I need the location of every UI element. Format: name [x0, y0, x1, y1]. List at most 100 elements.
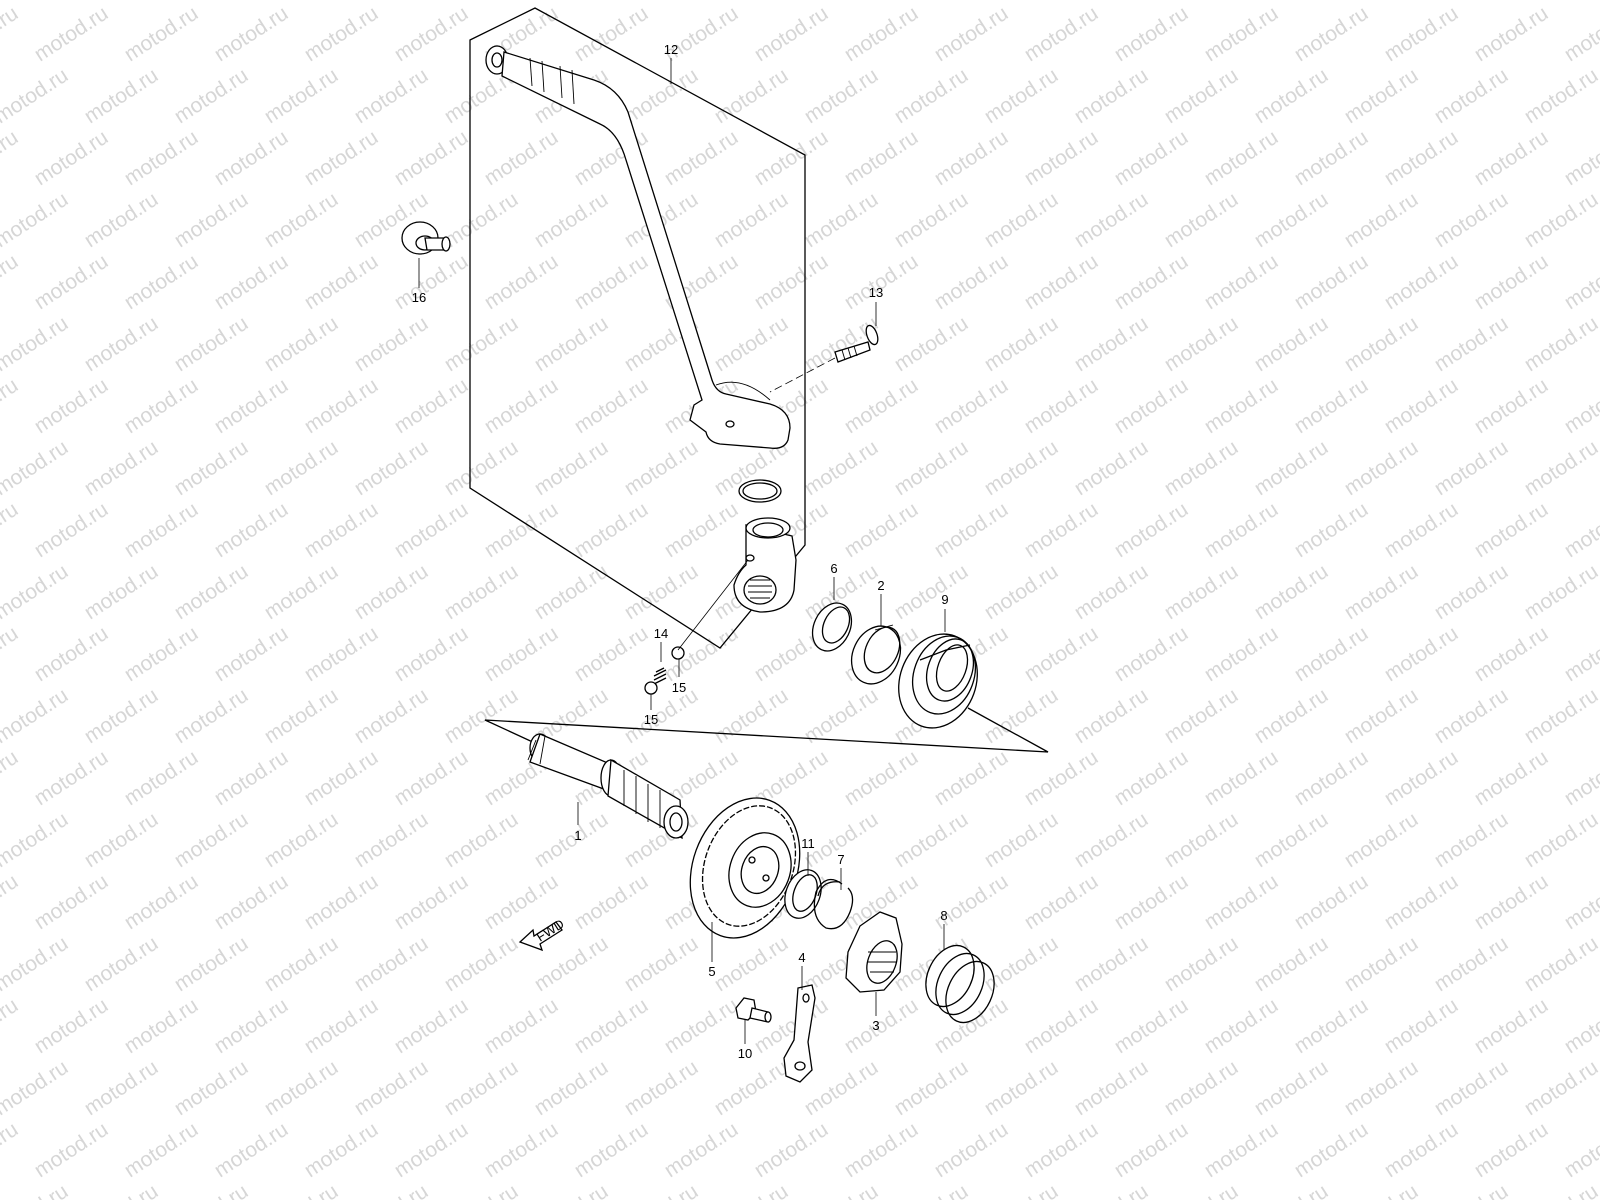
watermark-text: motod.ru	[1290, 126, 1372, 190]
watermark-text: motod.ru	[1070, 436, 1152, 500]
detent-spring	[653, 667, 667, 685]
watermark-text: motod.ru	[1200, 374, 1282, 438]
lever-boss	[733, 517, 797, 613]
watermark-text: motod.ru	[1380, 126, 1462, 190]
watermark-text: motod.ru	[1160, 808, 1242, 872]
watermark-text: motod.ru	[1340, 1056, 1422, 1120]
watermark-text: motod.ru	[840, 2, 922, 66]
watermark-text: motod.ru	[1340, 436, 1422, 500]
watermark-text: motod.ru	[0, 64, 72, 128]
watermark-text: motod.ru	[440, 932, 522, 996]
watermark-text: motod.ru	[1380, 746, 1462, 810]
watermark-text: motod.ru	[1520, 0, 1600, 4]
watermark-text: motod.ru	[1020, 250, 1102, 314]
watermark-text: motod.ru	[350, 1056, 432, 1120]
watermark-text: motod.ru	[80, 808, 162, 872]
watermark-text: motod.ru	[120, 126, 202, 190]
watermark-text: motod.ru	[0, 932, 72, 996]
watermark-text: motod.ru	[30, 1118, 112, 1182]
watermark-text: motod.ru	[170, 188, 252, 252]
watermark-text: motod.ru	[570, 374, 652, 438]
watermark-text: motod.ru	[170, 932, 252, 996]
watermark-text: motod.ru	[1250, 808, 1332, 872]
watermark-text: motod.ru	[390, 374, 472, 438]
kick-gear	[689, 797, 801, 939]
watermark-text: motod.ru	[800, 0, 882, 4]
watermark-text: motod.ru	[0, 994, 22, 1058]
watermark-text: motod.ru	[300, 1118, 382, 1182]
watermark-text: motod.ru	[80, 932, 162, 996]
watermark-text: motod.ru	[1430, 1180, 1512, 1200]
watermark-text: motod.ru	[1200, 498, 1282, 562]
watermark-text: motod.ru	[1250, 684, 1332, 748]
watermark-text: motod.ru	[1250, 64, 1332, 128]
watermark-text: motod.ru	[30, 870, 112, 934]
watermark-text: motod.ru	[1200, 126, 1282, 190]
watermark-text: motod.ru	[350, 808, 432, 872]
fwd-arrow	[518, 921, 563, 952]
lever-assembly-frame	[469, 7, 806, 649]
watermark-text: motod.ru	[440, 808, 522, 872]
watermark-text: motod.ru	[660, 1118, 742, 1182]
watermark-text: motod.ru	[0, 746, 22, 810]
lever-o-ring	[738, 479, 782, 503]
watermark-text: motod.ru	[1200, 2, 1282, 66]
watermark-text: motod.ru	[1160, 0, 1242, 4]
watermark-text: motod.ru	[120, 746, 202, 810]
callout-13: 13	[869, 285, 883, 300]
watermark-text: motod.ru	[1560, 498, 1600, 562]
callout-14: 14	[654, 626, 668, 641]
watermark-text: motod.ru	[210, 622, 292, 686]
callout-12: 12	[664, 42, 678, 57]
watermark-text: motod.ru	[530, 1056, 612, 1120]
watermark-text: motod.ru	[0, 374, 22, 438]
watermark-text: motod.ru	[1070, 312, 1152, 376]
watermark-text: motod.ru	[1250, 188, 1332, 252]
watermark-text: motod.ru	[480, 126, 562, 190]
watermark-text: motod.ru	[30, 498, 112, 562]
watermark-text: motod.ru	[1560, 746, 1600, 810]
watermark-text: motod.ru	[0, 1118, 22, 1182]
watermark-text: motod.ru	[750, 250, 832, 314]
watermark-text: motod.ru	[1070, 808, 1152, 872]
watermark-text: motod.ru	[300, 498, 382, 562]
watermark-text: motod.ru	[750, 2, 832, 66]
ball-axis-line	[677, 559, 749, 651]
watermark-text: motod.ru	[1290, 622, 1372, 686]
watermark-text: motod.ru	[440, 1180, 522, 1200]
watermark-text: motod.ru	[570, 870, 652, 934]
watermark-text: motod.ru	[440, 684, 522, 748]
watermark-text: motod.ru	[930, 250, 1012, 314]
watermark-text: motod.ru	[1110, 994, 1192, 1058]
watermark-text: motod.ru	[1340, 64, 1422, 128]
watermark-text: motod.ru	[390, 870, 472, 934]
watermark-text: motod.ru	[120, 1118, 202, 1182]
watermark-text: motod.ru	[1560, 994, 1600, 1058]
watermark-text: motod.ru	[300, 746, 382, 810]
watermark-text: motod.ru	[30, 746, 112, 810]
watermark-text: motod.ru	[260, 684, 342, 748]
watermark-text: motod.ru	[1340, 932, 1422, 996]
stopper-bolt	[735, 997, 772, 1023]
watermark-text: motod.ru	[80, 684, 162, 748]
watermark-text: motod.ru	[210, 746, 292, 810]
watermark-text: motod.ru	[1160, 932, 1242, 996]
watermark-text: motod.ru	[1110, 746, 1192, 810]
callout-9: 9	[941, 592, 948, 607]
watermark-text: motod.ru	[890, 436, 972, 500]
washer-bolt	[401, 221, 451, 255]
watermark-text: motod.ru	[1200, 1118, 1282, 1182]
watermark-text: motod.ru	[0, 1180, 72, 1200]
watermark-text: motod.ru	[800, 1056, 882, 1120]
watermark-text: motod.ru	[1110, 870, 1192, 934]
watermark-text: motod.ru	[840, 126, 922, 190]
watermark-text: motod.ru	[1380, 2, 1462, 66]
watermark-text: motod.ru	[80, 1180, 162, 1200]
watermark-text: motod.ru	[890, 1056, 972, 1120]
watermark-text: motod.ru	[980, 684, 1062, 748]
kick-shaft	[527, 733, 689, 840]
watermark-text: motod.ru	[980, 436, 1062, 500]
callout-7: 7	[837, 852, 844, 867]
return-spring	[898, 633, 978, 729]
watermark-text: motod.ru	[390, 250, 472, 314]
